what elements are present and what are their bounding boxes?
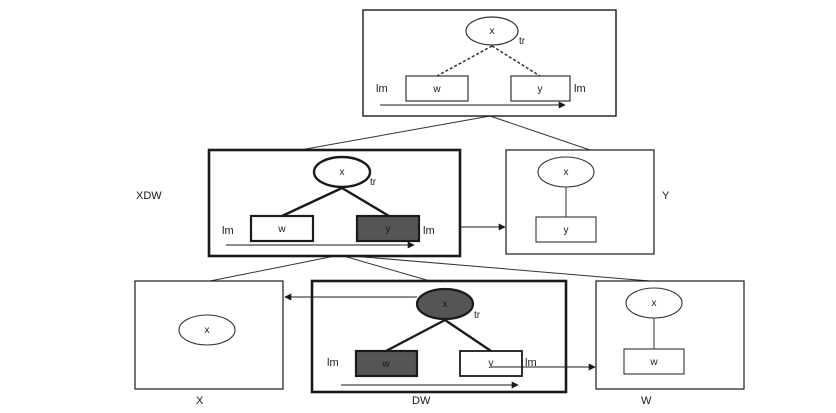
panel-w-caption: W — [641, 395, 652, 407]
panel-xdw: x tr w y lm lm — [207, 148, 462, 258]
tr-label: tr — [474, 310, 481, 321]
tr-label: tr — [370, 177, 377, 188]
panel-connectors — [209, 115, 651, 282]
child-node-w-label: w — [381, 359, 390, 370]
panel-top: x tr w y lm lm — [362, 9, 617, 117]
root-node-x-label: x — [652, 298, 657, 309]
panel-dw: x tr w y lm lm — [310, 279, 568, 394]
child-node-y-label: y — [386, 224, 391, 235]
panel-xdw-caption: XDW — [136, 190, 162, 202]
root-node-x — [465, 16, 519, 46]
child-node-w-label: w — [432, 84, 441, 95]
panel-y: x y — [505, 149, 655, 255]
root-node-x-label: x — [205, 325, 210, 336]
panel-y-caption: Y — [662, 190, 670, 202]
connector-xdw-to-w — [339, 254, 651, 282]
edge-root-right — [444, 319, 492, 352]
edge-root-right — [341, 186, 390, 218]
root-node-x-label: x — [564, 167, 569, 178]
lm-label-left: lm — [327, 357, 339, 369]
edge-root-left — [281, 186, 343, 218]
lm-label-left: lm — [376, 83, 388, 95]
child-node-y-label: y — [489, 358, 494, 369]
panel-w: x w — [595, 280, 745, 390]
panel-dw-caption: DW — [412, 395, 431, 407]
child-node-w — [354, 349, 419, 378]
child-node-y-label: y — [564, 225, 569, 236]
root-node-x — [415, 287, 475, 321]
root-node-x-label: x — [490, 26, 495, 37]
edge-root-right — [491, 45, 541, 77]
child-node-w-label: w — [277, 224, 286, 235]
root-node-x — [312, 155, 372, 189]
connector-xdw-to-x — [209, 254, 341, 282]
edge-root-left — [436, 45, 493, 77]
lm-label-right: lm — [525, 357, 537, 369]
connector-xdw-to-dw — [339, 254, 431, 282]
child-node-y — [535, 216, 597, 243]
child-node-y — [510, 75, 571, 102]
panel-x: x — [134, 280, 284, 390]
child-node-y-label: y — [538, 84, 543, 95]
root-node-x — [537, 156, 595, 188]
edge-root-left — [385, 318, 446, 353]
child-node-y — [355, 214, 421, 243]
child-node-w-label: w — [649, 357, 658, 368]
root-node-x-label: x — [443, 299, 448, 310]
lm-label-right: lm — [574, 83, 586, 95]
panel-x-caption: X — [196, 395, 204, 407]
connector-top-to-y — [489, 115, 591, 151]
tr-label: tr — [519, 36, 526, 47]
root-node-x — [625, 287, 683, 319]
child-node-w — [623, 348, 685, 375]
root-node-x — [178, 314, 236, 346]
root-node-x-label: x — [340, 167, 345, 178]
child-node-y — [459, 350, 523, 377]
child-node-w — [249, 214, 315, 243]
lm-label-left: lm — [222, 225, 234, 237]
child-node-w — [405, 75, 469, 102]
lm-label-right: lm — [423, 225, 435, 237]
connector-top-to-xdw — [299, 115, 491, 151]
